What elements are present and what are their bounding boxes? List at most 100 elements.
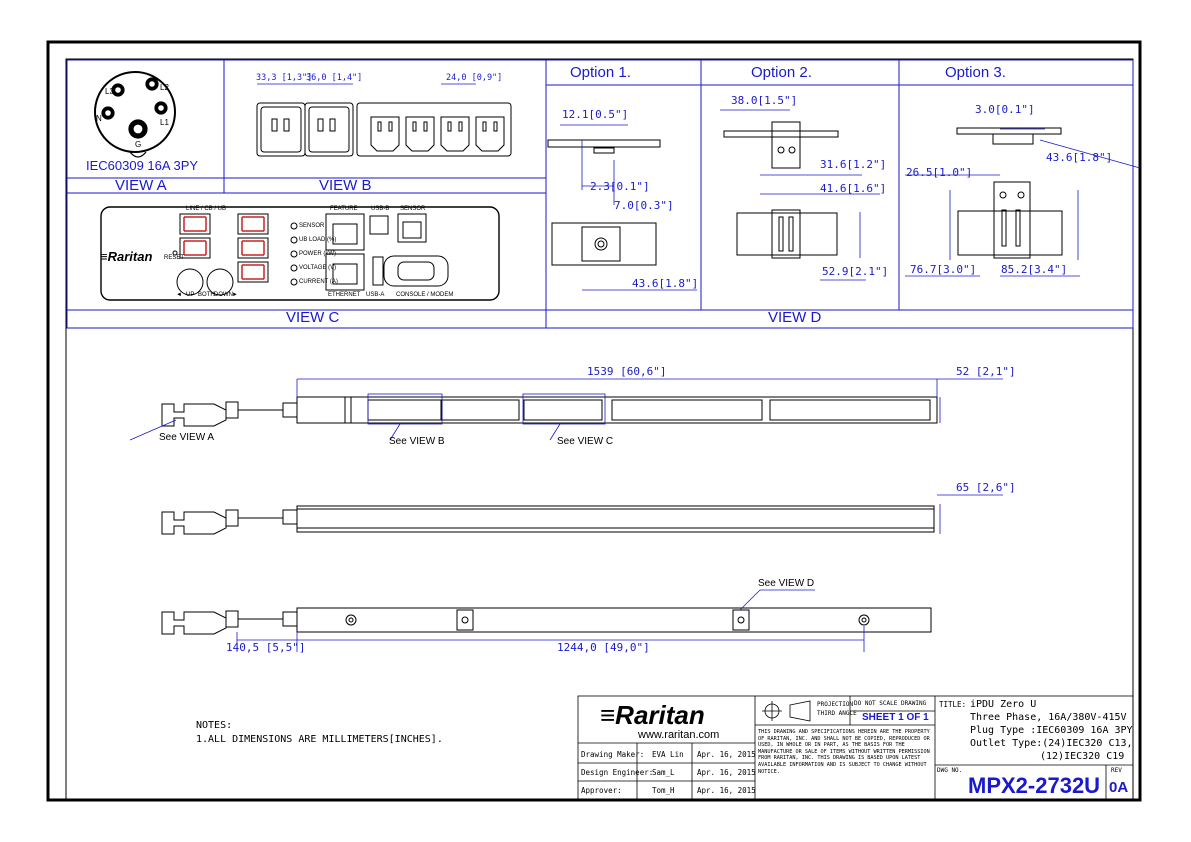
length-dim: 1539 [60,6"]	[587, 365, 667, 378]
opt2-dim-1: 38.0[1.5"]	[731, 94, 798, 107]
reset-label: RESET	[164, 255, 185, 261]
opt1-dim-2: 2.3[0.1"]	[590, 180, 650, 193]
front-callouts	[129, 378, 1003, 441]
role-3-name: Tom_H	[652, 786, 675, 795]
port-usb-b-label: USB-B	[371, 206, 390, 212]
role-3-date: Apr. 16, 2015	[697, 786, 756, 795]
role-2-name: Sam_L	[652, 768, 675, 777]
view-b-dim-2: 36,0 [1,4"]	[306, 73, 363, 83]
legal-notice: THIS DRAWING AND SPECIFICATIONS HEREIN A…	[758, 729, 930, 775]
pdu-back-elevation	[161, 607, 932, 635]
port-ethernet-label: ETHERNET	[328, 292, 361, 298]
sheet-number: SHEET 1 OF 1	[862, 712, 929, 723]
opt3-dim-5: 85.2[3.4"]	[1001, 263, 1068, 276]
indicator-voltage: VOLTAGE (V)	[299, 265, 337, 271]
role-2-label: Design Engineer:	[581, 768, 654, 777]
opt2-dim-4: 52.9[2.1"]	[822, 265, 889, 278]
see-view-b: See VIEW B	[389, 436, 445, 447]
opt3-dim-4: 76.7[3.0"]	[910, 263, 977, 276]
outlet-group	[256, 102, 512, 157]
indicator-current: CURRENT (A)	[299, 279, 338, 285]
controller-brand: ≡Raritan	[100, 249, 153, 264]
title-line-2: Three Phase, 16A/380V-415V	[970, 712, 1127, 723]
bracket-option-2	[723, 121, 839, 259]
inner-border	[65, 58, 1134, 801]
role-3-label: Approver:	[581, 786, 622, 795]
port-console-label: CONSOLE / MODEM	[396, 292, 454, 298]
pdu-side-elevation	[161, 505, 935, 535]
port-usb-a-label: USB-A	[366, 292, 385, 298]
option-1-title: Option 1.	[570, 64, 631, 81]
title-line-4: Outlet Type:(24)IEC320 C13,	[970, 738, 1133, 749]
view-c-label: VIEW C	[286, 309, 340, 326]
opt2-dim-3: 41.6[1.6"]	[820, 182, 887, 195]
rev-label: REV	[1111, 767, 1122, 774]
option-3-title: Option 3.	[945, 64, 1006, 81]
notes-heading: NOTES:	[196, 720, 233, 731]
view-d-label: VIEW D	[768, 309, 822, 326]
view-b-dim-1: 33,3 [1,3"]	[256, 73, 313, 83]
indicator-ub-load: UB LOAD (%)	[299, 237, 337, 243]
plug-face	[94, 71, 176, 158]
view-a-label: VIEW A	[115, 177, 167, 194]
option-2-title: Option 2.	[751, 64, 812, 81]
see-view-c: See VIEW C	[557, 436, 614, 447]
title-line-1: iPDU Zero U	[970, 699, 1037, 710]
nav-both-label: BOTH	[198, 292, 215, 298]
side-dim	[937, 494, 1003, 534]
title-block-brand-text: Raritan	[615, 700, 705, 730]
controller-brand-text: Raritan	[107, 249, 153, 264]
pin-label-l3: L3	[105, 87, 114, 96]
title-label: TITLE:	[939, 700, 967, 709]
opt3-dim-3: 26.5[1.0"]	[906, 166, 973, 179]
role-1-date: Apr. 16, 2015	[697, 750, 756, 759]
side-depth-dim: 65 [2,6"]	[956, 481, 1016, 494]
pin-label-n: N	[96, 114, 102, 123]
nav-left-icon: ◄	[176, 292, 182, 298]
view-b-label: VIEW B	[319, 177, 372, 194]
title-line-3: Plug Type :IEC60309 16A 3PY	[970, 725, 1133, 736]
projection-line-2: THIRD ANGLE	[817, 710, 857, 717]
role-1-name: EVA Lin	[652, 750, 684, 759]
opt1-dim-1: 12.1[0.5"]	[562, 108, 629, 121]
back-dims	[236, 589, 865, 652]
title-block-brand: ≡Raritan	[600, 700, 705, 730]
plug-type-label: IEC60309 16A 3PY	[86, 158, 199, 173]
outer-border	[46, 40, 1142, 802]
website: www.raritan.com	[638, 729, 720, 741]
port-sensor-label: SENSOR	[400, 206, 426, 212]
do-not-scale: DO NOT SCALE DRAWING	[854, 700, 927, 707]
drawing-number: MPX2-2732U	[968, 773, 1101, 798]
pin-label-g: G	[135, 140, 142, 149]
notes-line-1: 1.ALL DIMENSIONS ARE MILLIMETERS[INCHES]…	[196, 734, 443, 745]
indicator-power: POWER (kW)	[299, 251, 336, 257]
pin-label-l1: L1	[160, 118, 169, 127]
opt1-dim-3: 7.0[0.3"]	[614, 199, 674, 212]
plug-offset-dim: 140,5 [5,5"]	[226, 641, 306, 654]
opt3-dim-2: 43.6[1.8"]	[1046, 151, 1113, 164]
indicator-sensor: SENSOR	[299, 223, 325, 229]
view-b-dim-3: 24,0 [0,9"]	[446, 73, 503, 83]
bracket-option-1	[547, 139, 661, 266]
bracket-option-3	[956, 127, 1063, 259]
detail-frame	[66, 59, 1134, 329]
front-depth-dim: 52 [2,1"]	[956, 365, 1016, 378]
revision: 0A	[1109, 779, 1129, 796]
see-view-d: See VIEW D	[758, 578, 815, 589]
role-1-label: Drawing Maker:	[581, 750, 645, 759]
opt3-dim-1: 3.0[0.1"]	[975, 103, 1035, 116]
nav-right-icon: ►	[232, 292, 238, 298]
projection-line-1: PROJECTION	[817, 701, 854, 708]
nav-down-label: DOWN	[214, 292, 233, 298]
title-line-5: (12)IEC320 C19	[1040, 751, 1125, 762]
dwg-no-label: DWG NO.	[937, 767, 963, 774]
display-header: LINE / CB / UB	[186, 206, 227, 212]
pin-label-l2: L2	[160, 83, 169, 92]
opt2-dim-2: 31.6[1.2"]	[820, 158, 887, 171]
view-d-dim-lines	[560, 109, 1141, 291]
seven-seg-display	[183, 216, 265, 280]
title-block-grid	[577, 695, 1134, 801]
controller-panel	[100, 206, 500, 301]
